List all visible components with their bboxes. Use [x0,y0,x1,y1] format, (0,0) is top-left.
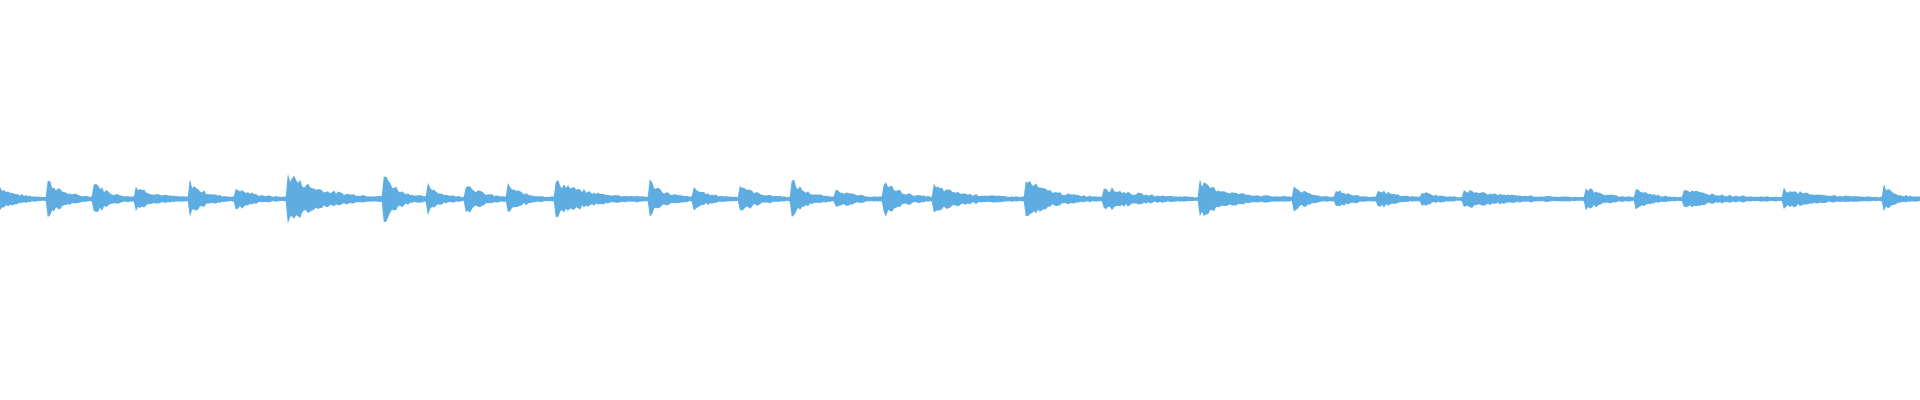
waveform-shape [0,175,1920,223]
